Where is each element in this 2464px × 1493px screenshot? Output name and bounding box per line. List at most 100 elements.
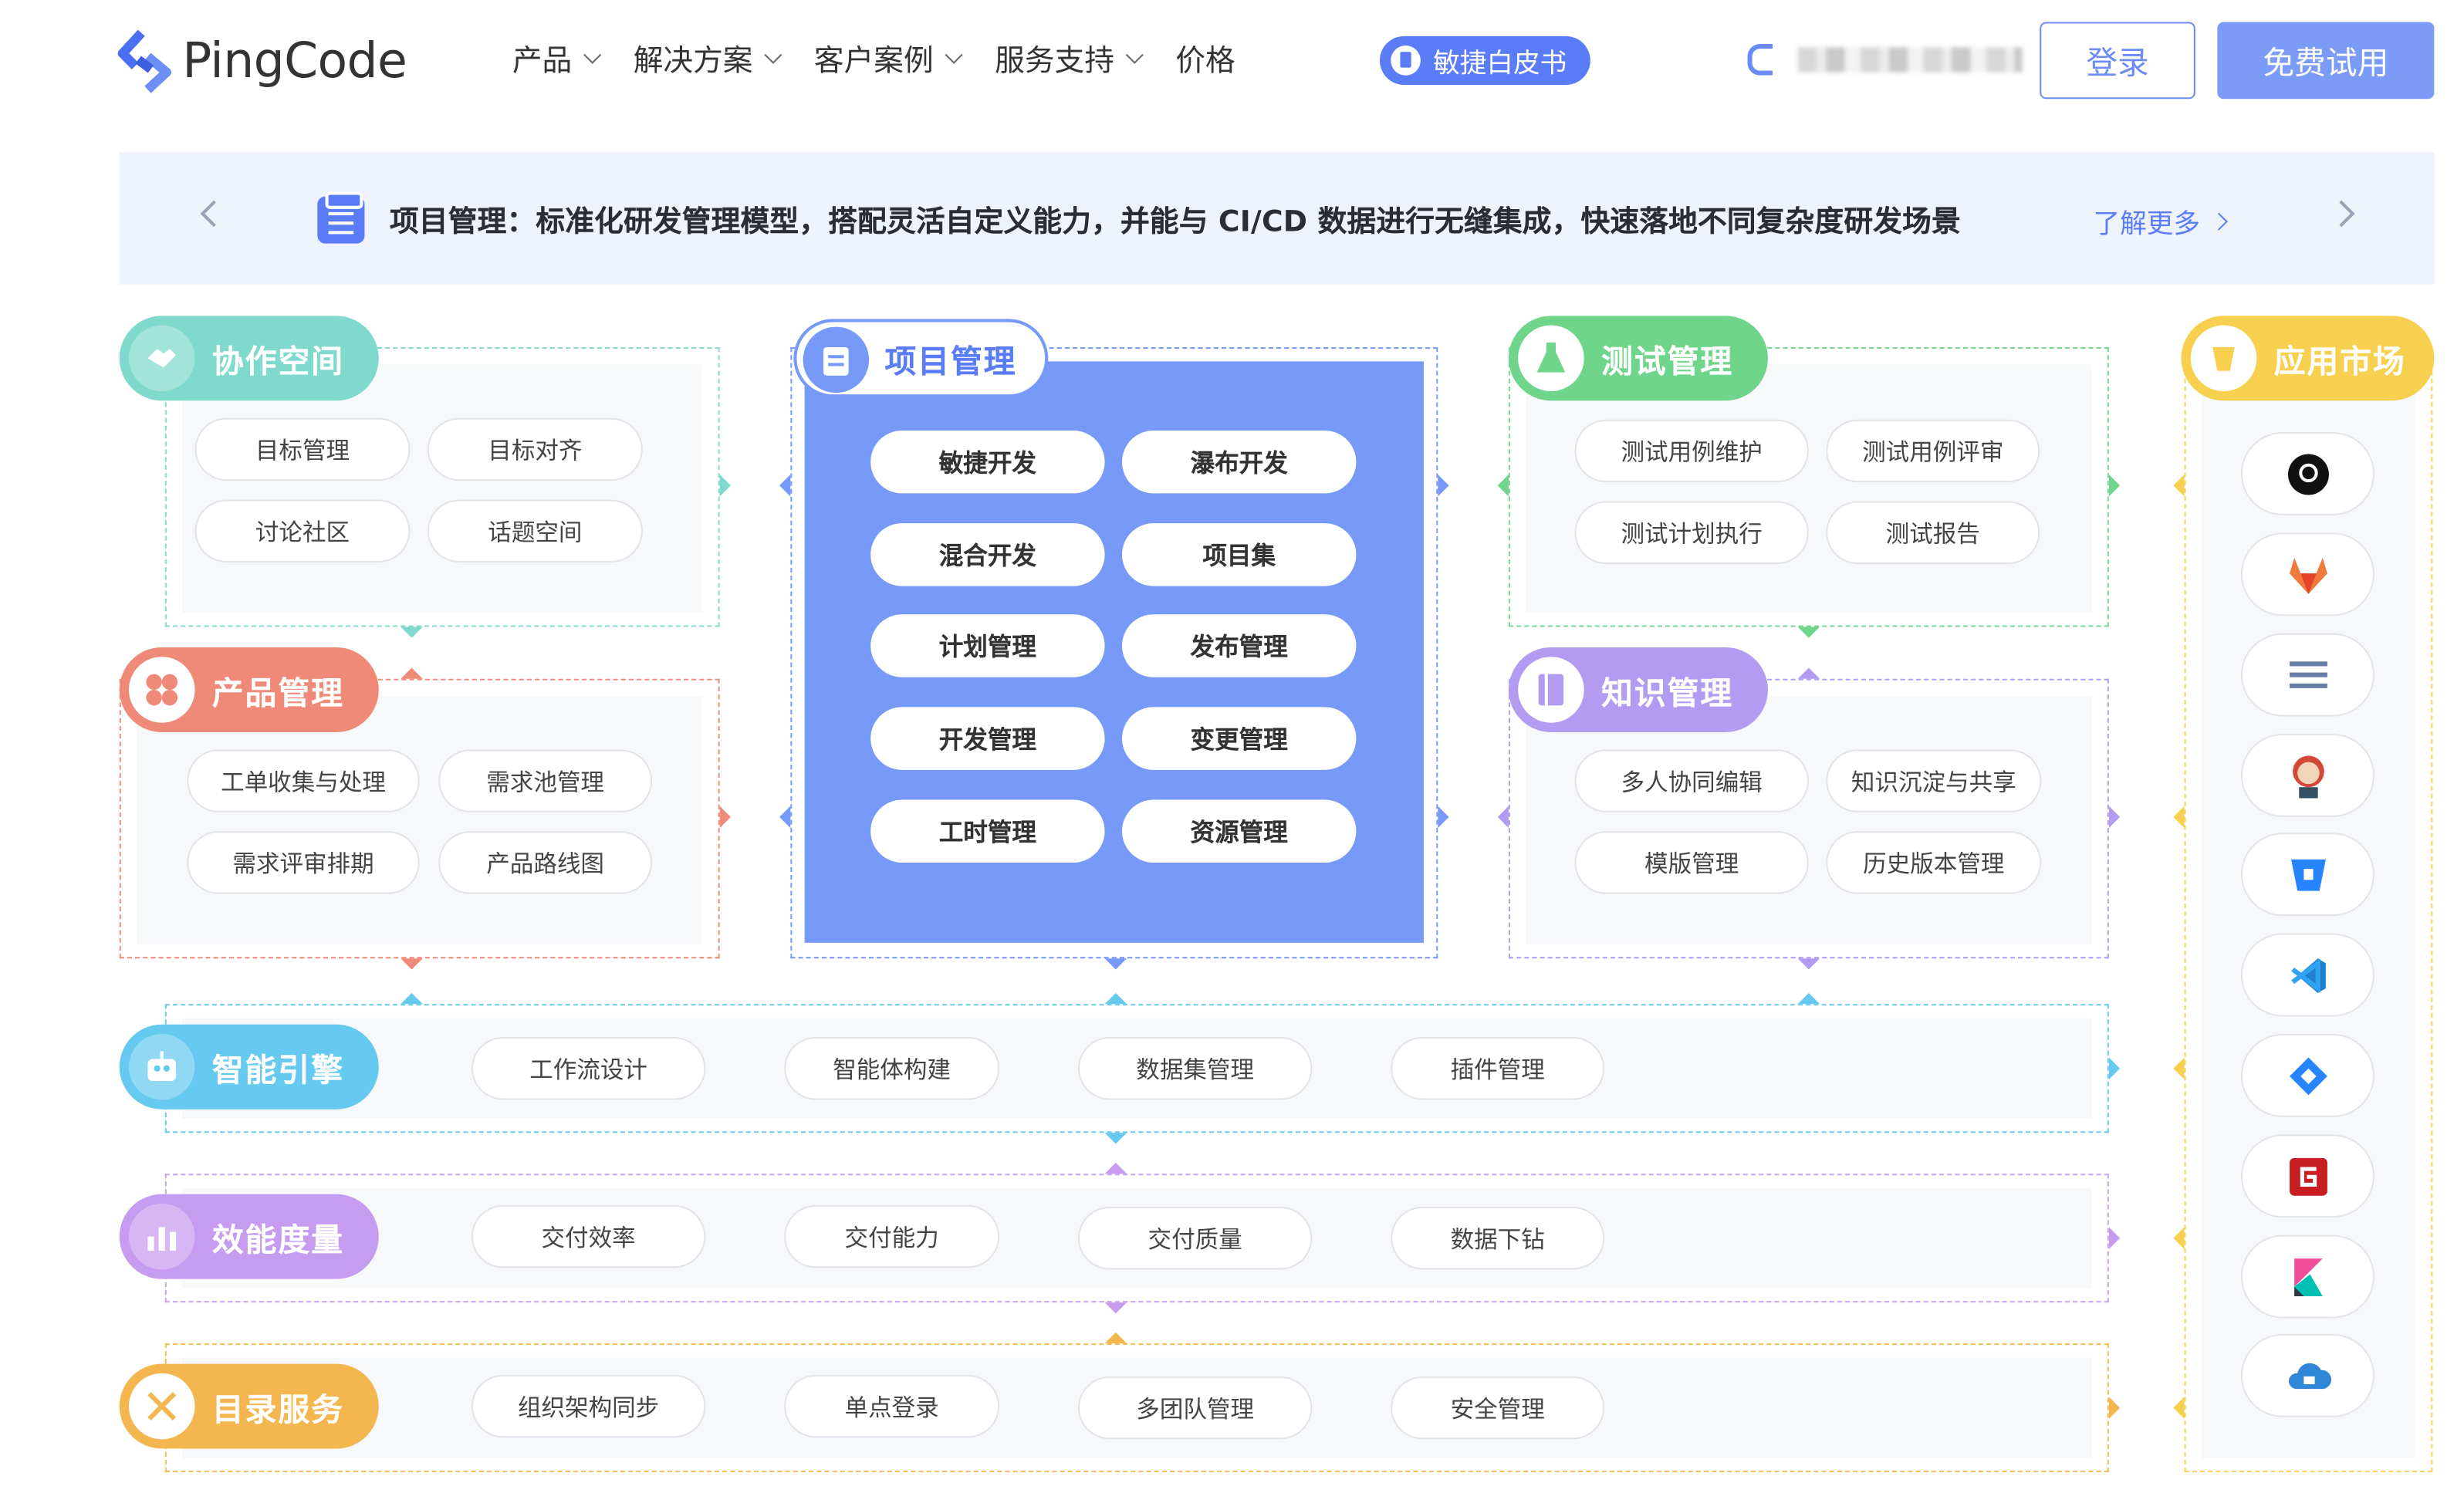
chevron-right-icon [2209,211,2228,230]
chevron-down-icon [583,46,602,64]
project-item[interactable]: 敏捷开发 [870,430,1105,494]
jenkins-icon[interactable] [2240,733,2375,817]
collab-item[interactable]: 讨论社区 [194,499,411,563]
menu-products-label: 产品 [512,44,573,79]
tools-icon [128,1373,195,1440]
product-item[interactable]: 需求评审排期 [187,831,420,894]
project-item[interactable]: 项目集 [1121,523,1357,586]
testing-item[interactable]: 测试用例维护 [1574,419,1809,483]
project-item[interactable]: 发布管理 [1121,614,1357,677]
knowledge-item[interactable]: 模版管理 [1574,831,1809,894]
phone-icon [1747,44,1773,76]
app-store-icon [2190,325,2257,392]
jira-icon[interactable] [2240,1033,2375,1117]
chevron-left-icon[interactable] [200,200,228,228]
product-item[interactable]: 需求池管理 [438,749,653,812]
book-icon [1518,657,1584,723]
efficiency-title[interactable]: 效能度量 [119,1194,379,1279]
collab-item[interactable]: 话题空间 [427,499,643,563]
menu-pricing-label: 价格 [1175,44,1235,79]
knowledge-item[interactable]: 多人协同编辑 [1574,749,1809,812]
knowledge-title-label: 知识管理 [1601,673,1734,711]
menu-products[interactable]: 产品 [512,38,602,80]
product-item[interactable]: 产品路线图 [438,831,653,894]
testing-item[interactable]: 测试报告 [1826,501,2040,565]
learn-more-link[interactable]: 了解更多 [2093,201,2228,241]
collab-item[interactable]: 目标管理 [194,417,411,481]
knowledge-box [1508,678,2109,959]
knowledge-item[interactable]: 历史版本管理 [1826,831,2042,894]
efficiency-title-label: 效能度量 [211,1220,344,1258]
product-box [119,678,720,959]
collab-item[interactable]: 目标对齐 [427,417,643,481]
knowledge-title[interactable]: 知识管理 [1508,647,1768,732]
gitlab-icon[interactable] [2240,532,2375,616]
whitepaper-label: 敏捷白皮书 [1433,49,1567,80]
menu-pricing[interactable]: 价格 [1175,38,1235,80]
bitbucket-icon[interactable] [2240,833,2375,917]
directory-item[interactable]: 单点登录 [784,1374,1000,1438]
directory-item[interactable]: 多团队管理 [1077,1376,1313,1440]
login-button[interactable]: 登录 [2040,22,2195,100]
feature-banner: 项目管理：标准化研发管理模型，搭配灵活自定义能力，并能与 CI/CD 数据进行无… [119,152,2435,285]
testing-item[interactable]: 测试用例评审 [1826,419,2040,483]
ai-item[interactable]: 智能体构建 [784,1037,1000,1100]
phone-blurred [1797,47,2023,73]
market-title[interactable]: 应用市场 [2181,316,2435,401]
phone-number [1747,44,2023,76]
directory-title[interactable]: 目录服务 [119,1363,379,1449]
directory-item[interactable]: 安全管理 [1391,1376,1605,1440]
ai-item[interactable]: 数据集管理 [1077,1037,1313,1100]
vscode-icon[interactable] [2240,933,2375,1017]
menu-solutions[interactable]: 解决方案 [633,38,782,80]
logo[interactable]: PingCode [117,29,407,95]
project-item[interactable]: 变更管理 [1121,707,1357,770]
robot-icon [128,1033,195,1100]
github-icon[interactable] [2240,432,2375,515]
project-item[interactable]: 工时管理 [870,799,1105,863]
testing-item[interactable]: 测试计划执行 [1574,501,1809,565]
whitepaper-button[interactable]: 敏捷白皮书 [1379,35,1590,85]
free-trial-button[interactable]: 免费试用 [2217,22,2435,100]
efficiency-item[interactable]: 交付质量 [1077,1206,1313,1270]
ai-title[interactable]: 智能引擎 [119,1024,379,1110]
clipboard-icon [803,326,870,394]
gitee-icon[interactable] [2240,1134,2375,1218]
testing-title[interactable]: 测试管理 [1508,316,1768,401]
cloud-icon[interactable] [2240,1333,2375,1417]
jenkins-stack-icon[interactable] [2240,633,2375,717]
efficiency-item[interactable]: 交付效率 [471,1204,706,1268]
product-title[interactable]: 产品管理 [119,647,379,732]
testing-title-label: 测试管理 [1601,341,1734,380]
chevron-right-icon[interactable] [2327,200,2355,228]
menu-solutions-label: 解决方案 [633,44,753,79]
bar-chart-icon [128,1203,195,1270]
project-item[interactable]: 瀑布开发 [1121,430,1357,494]
project-title[interactable]: 项目管理 [793,319,1049,398]
efficiency-item[interactable]: 数据下钻 [1391,1206,1605,1270]
project-item[interactable]: 资源管理 [1121,799,1357,863]
ai-item[interactable]: 工作流设计 [471,1037,706,1100]
project-item[interactable]: 计划管理 [870,614,1105,677]
menu-cases[interactable]: 客户案例 [813,38,963,80]
flask-icon [1518,325,1584,392]
project-box [790,347,1438,959]
directory-item[interactable]: 组织架构同步 [471,1374,706,1438]
project-item[interactable]: 开发管理 [870,707,1105,770]
top-nav: PingCode 产品 解决方案 客户案例 服务支持 价格 敏捷白皮书 登录 免… [0,0,2464,123]
chevron-down-icon [764,46,782,64]
menu-support[interactable]: 服务支持 [995,38,1144,80]
menu-cases-label: 客户案例 [813,44,934,79]
efficiency-item[interactable]: 交付能力 [784,1204,1000,1268]
book-icon [1391,46,1421,76]
project-item[interactable]: 混合开发 [870,523,1105,586]
pingcode-logo-icon [117,29,171,93]
kibana-icon[interactable] [2240,1235,2375,1319]
ai-item[interactable]: 插件管理 [1391,1037,1605,1100]
knowledge-item[interactable]: 知识沉淀与共享 [1826,749,2042,812]
project-title-label: 项目管理 [884,341,1017,380]
product-item[interactable]: 工单收集与处理 [187,749,420,812]
banner-text: 项目管理：标准化研发管理模型，搭配灵活自定义能力，并能与 CI/CD 数据进行无… [390,205,1961,239]
collab-title[interactable]: 协作空间 [119,316,379,401]
chevron-down-icon [1125,46,1144,64]
